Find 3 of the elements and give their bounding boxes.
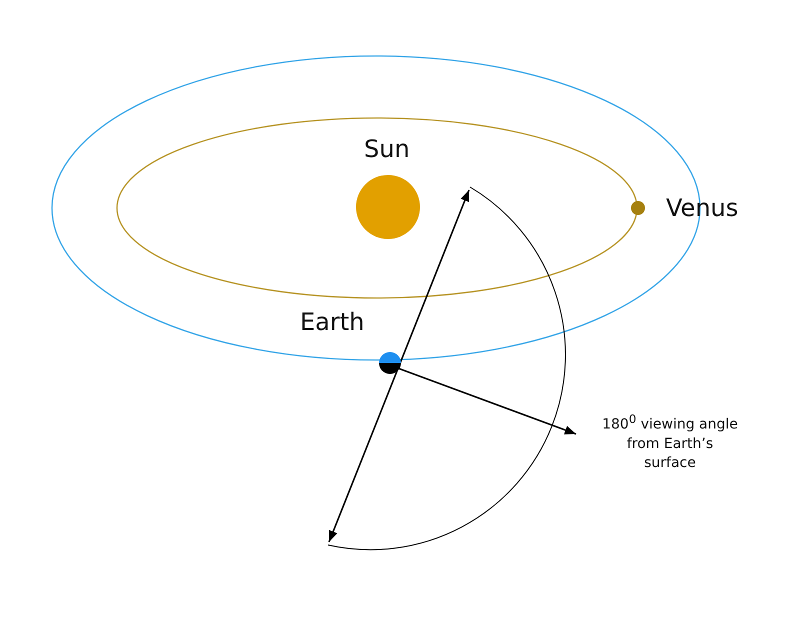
- planet-label: Earth: [300, 308, 364, 336]
- planet-label: Sun: [364, 135, 410, 163]
- annotation-text: 180$^{0}$ viewing angle from Earth’s surface: [601, 411, 739, 473]
